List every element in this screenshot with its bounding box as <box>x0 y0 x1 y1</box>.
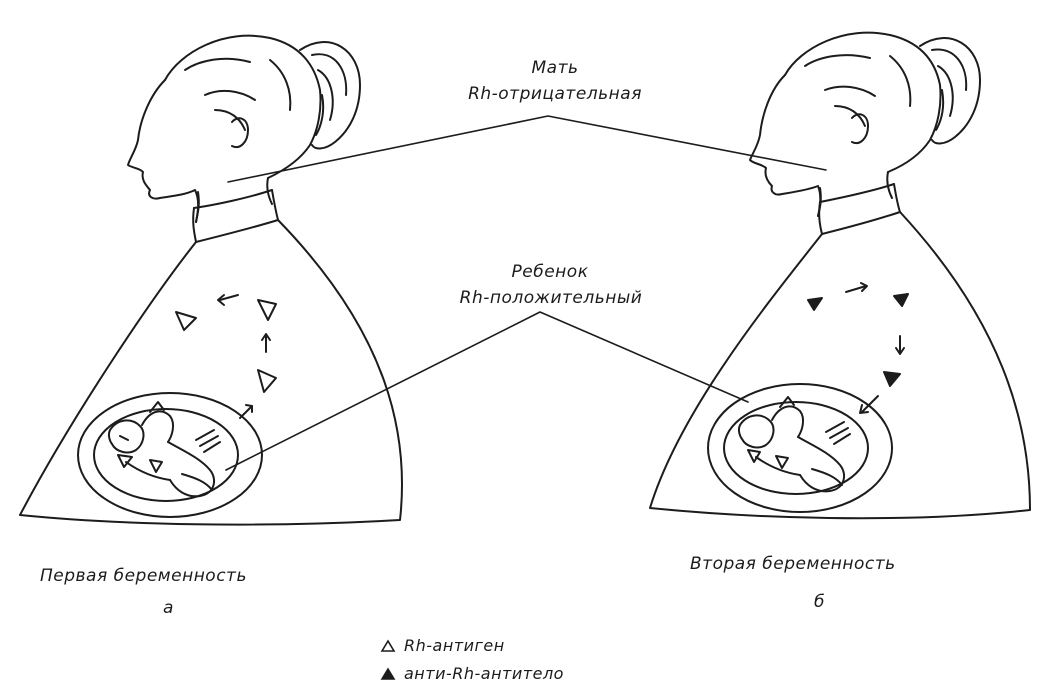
second-pregnancy-caption: Вторая беременность <box>690 554 896 574</box>
mother-label-subtitle: Rh-отрицательная <box>440 84 670 104</box>
antigen-markers-first <box>118 300 276 472</box>
antibody-legend-icon <box>380 667 396 681</box>
child-label-title: Ребенок <box>460 262 640 282</box>
first-pregnancy-letter: а <box>163 598 174 618</box>
antibody-legend-label: анти-Rh-антитело <box>404 664 564 683</box>
second-pregnancy-letter: б <box>814 592 825 612</box>
legend-antigen: Rh-антиген <box>380 636 505 655</box>
child-label-subtitle: Rh-положительный <box>436 288 666 308</box>
antigen-legend-label: Rh-антиген <box>404 636 505 655</box>
woman-second-pregnancy <box>650 33 1030 519</box>
first-pregnancy-caption: Первая беременность <box>40 566 247 586</box>
woman-first-pregnancy <box>20 36 402 525</box>
antigen-legend-icon <box>380 639 396 653</box>
legend-antibody: анти-Rh-антитело <box>380 664 564 683</box>
mother-label-title: Мать <box>470 58 640 78</box>
antibody-markers-second <box>808 294 908 386</box>
